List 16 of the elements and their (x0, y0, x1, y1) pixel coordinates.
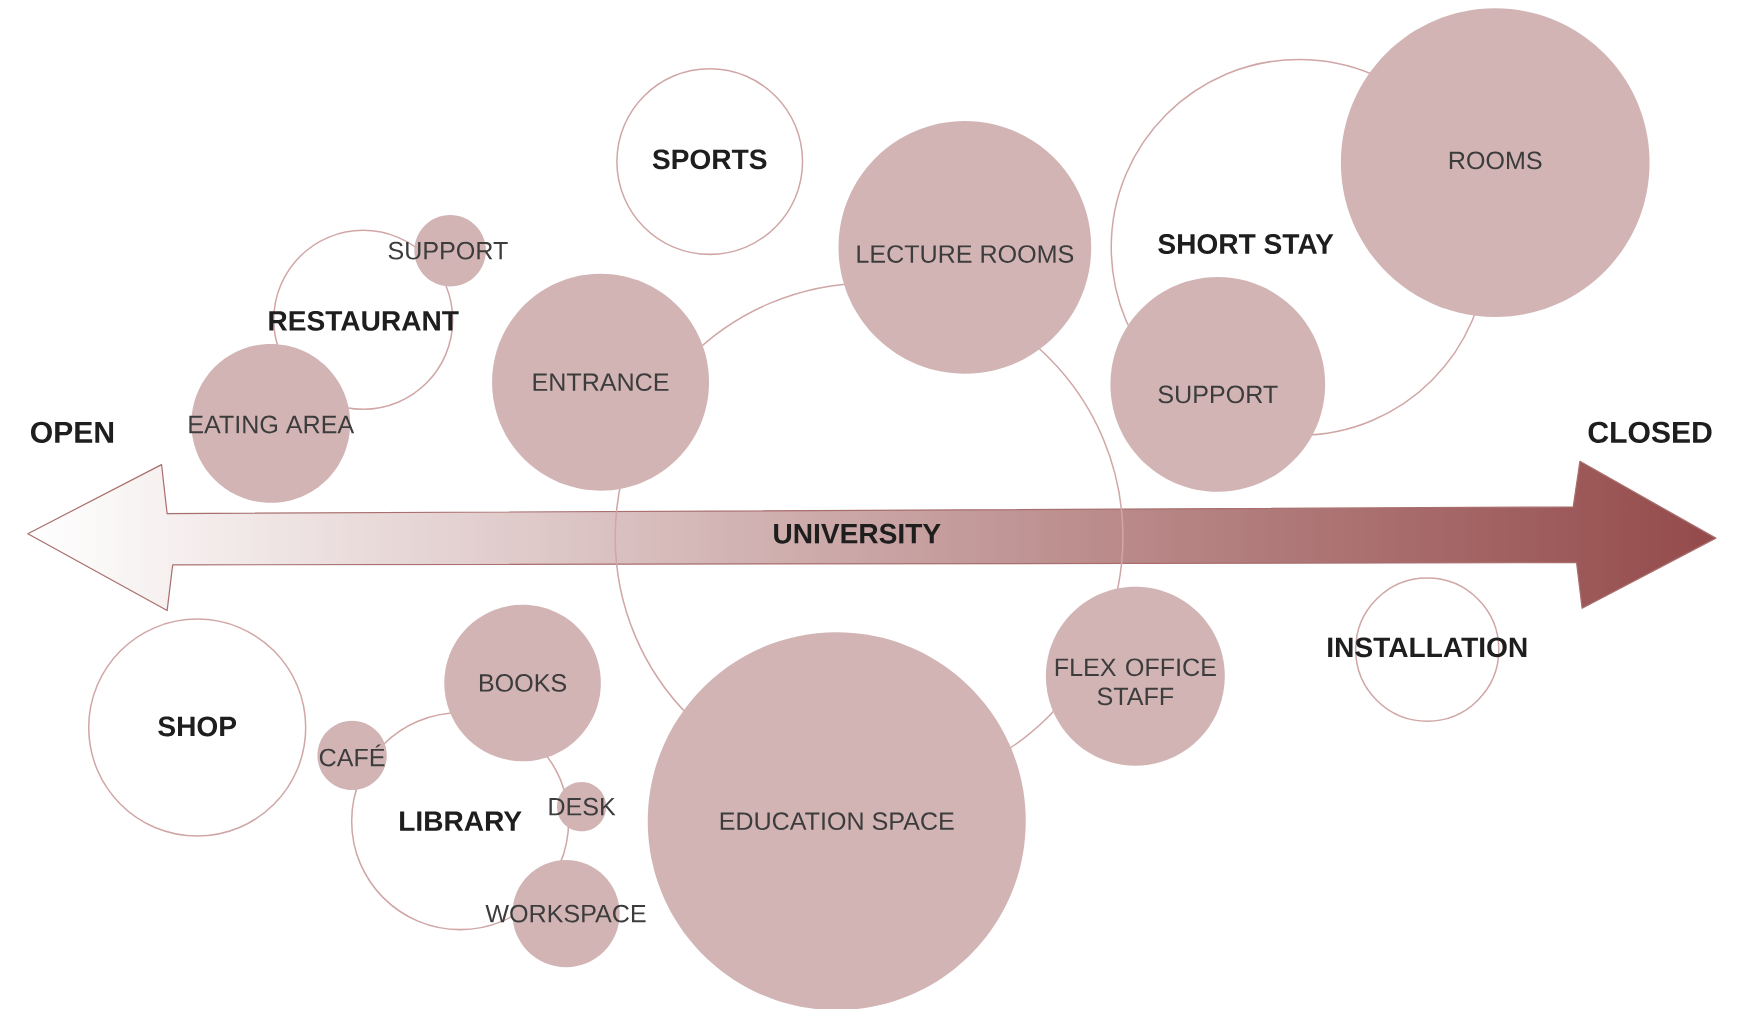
bubble: BOOKS (444, 604, 601, 762)
bubble: ENTRANCE (492, 273, 709, 491)
bubble: INSTALLATION (1328, 577, 1527, 722)
bubble: EDUCATION SPACE (647, 631, 1026, 1009)
bubble: SPORTS (616, 67, 804, 255)
bubble: SUPPORT (1110, 276, 1326, 492)
bubble: EATING AREA (189, 343, 355, 503)
bubble: DESK (549, 781, 616, 832)
bubble: WORKSPACE (485, 859, 646, 968)
bubble: SHOP (87, 618, 307, 837)
axis-label: CLOSED (1588, 421, 1712, 443)
bubble: FLEX OFFICE STAFF (1045, 586, 1225, 766)
bubble: LECTURE ROOMS (838, 120, 1092, 374)
bubble: CAFÉ (317, 720, 387, 790)
bubble: ROOMS (1340, 8, 1650, 317)
axis-label: OPEN (31, 421, 114, 443)
